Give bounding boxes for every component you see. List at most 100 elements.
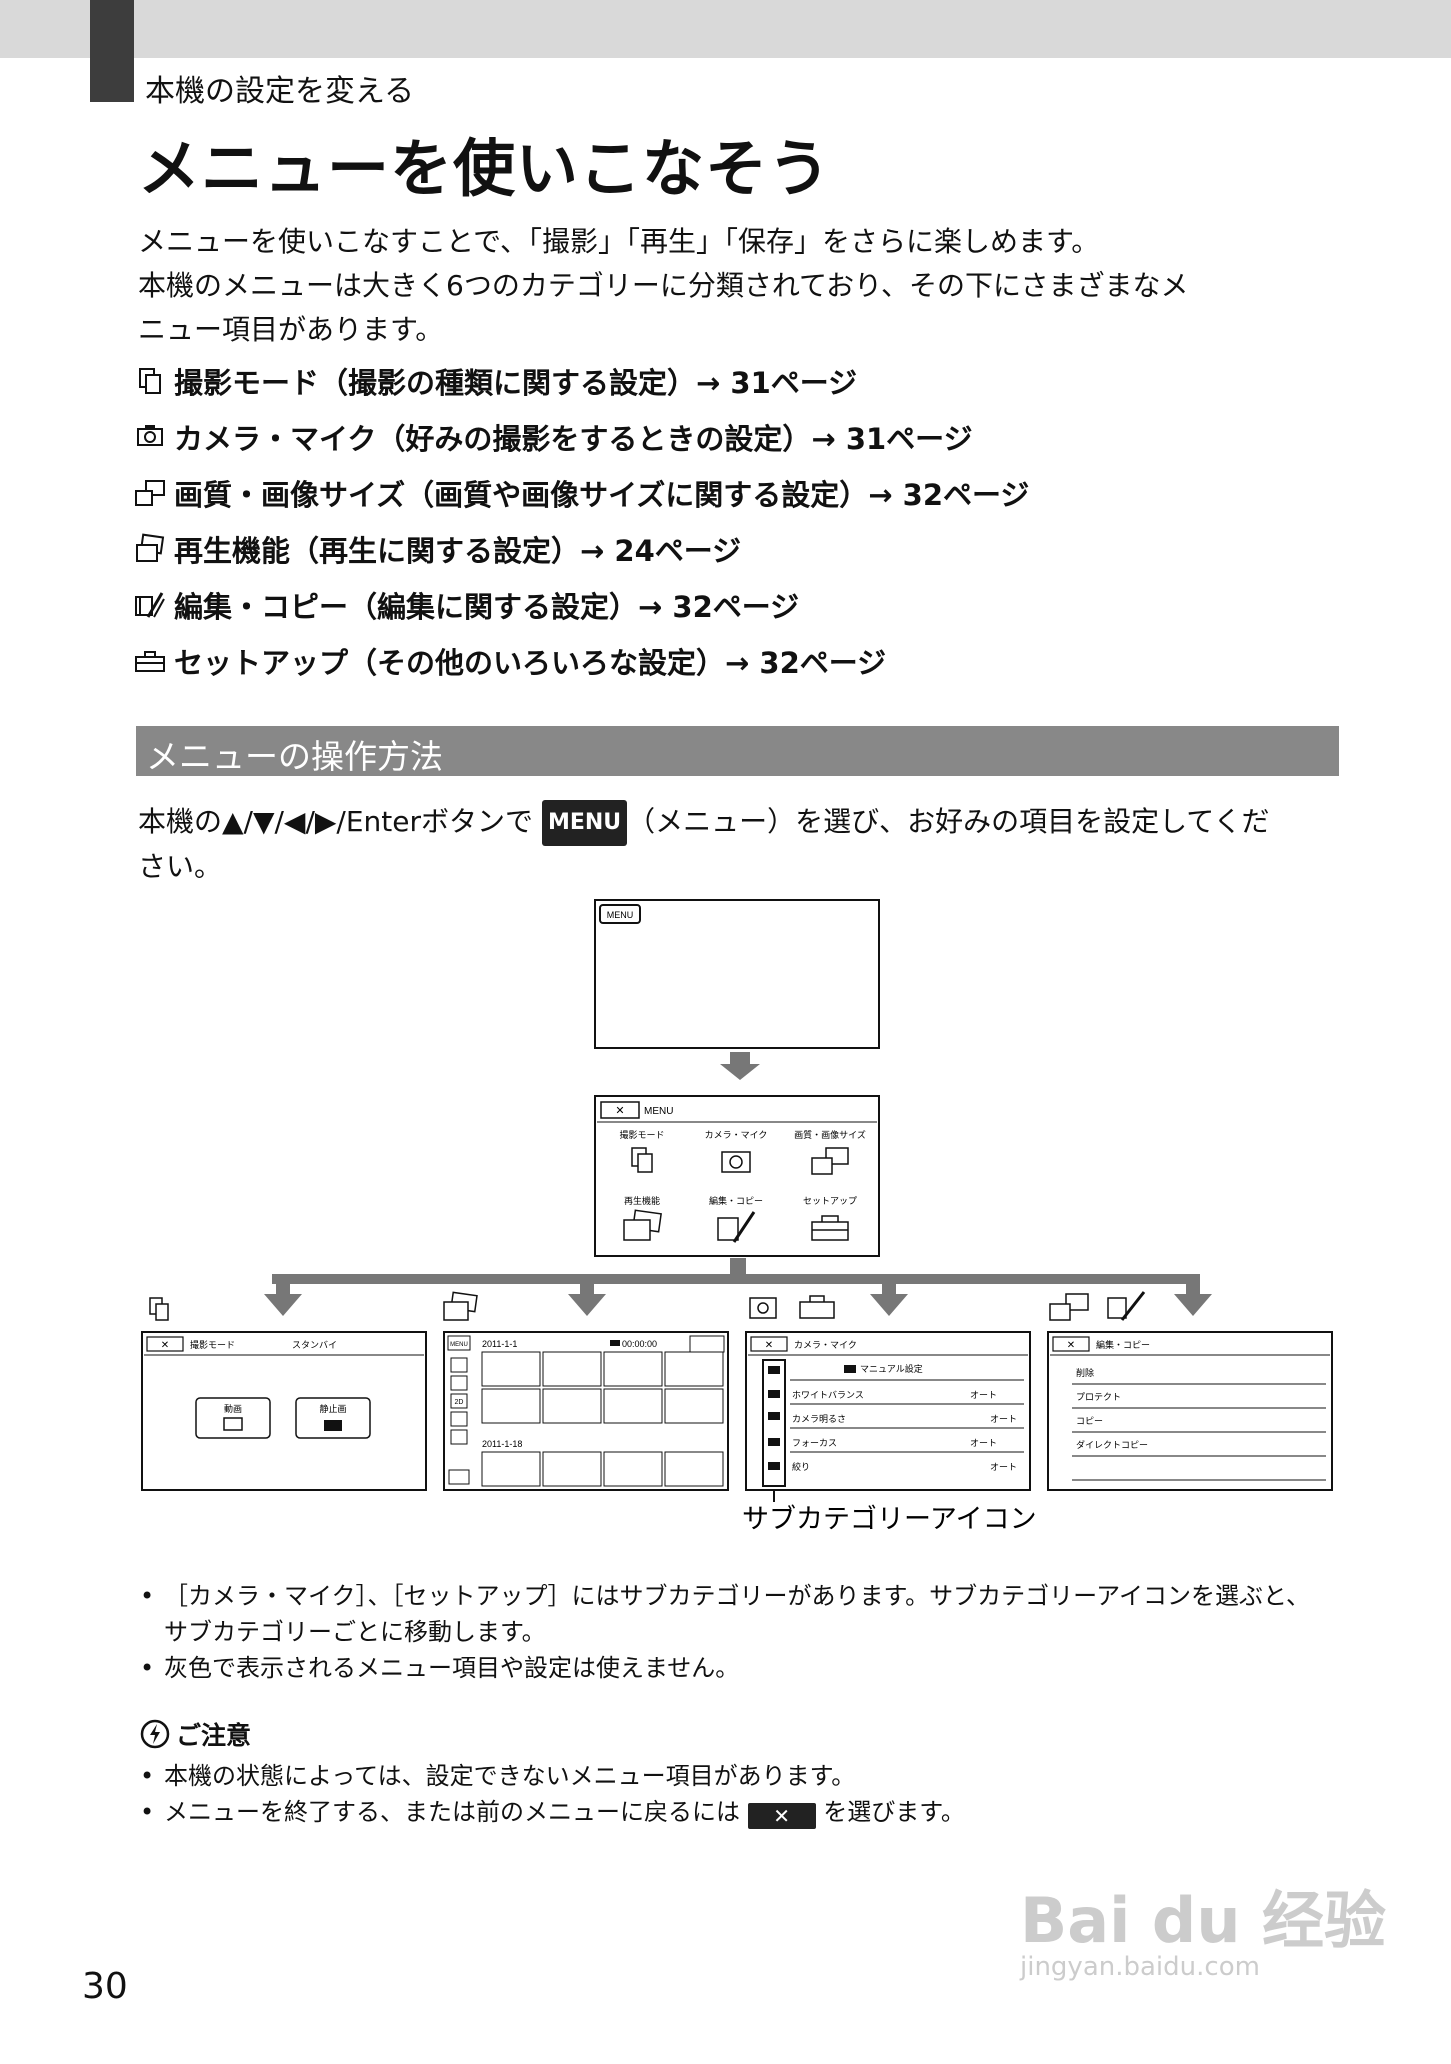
menu-button-icon: MENU xyxy=(541,800,628,846)
edit-copy-icon[interactable] xyxy=(717,1211,756,1243)
page-up-icon[interactable] xyxy=(450,1375,468,1391)
watermark-url: jingyan.baidu.com xyxy=(1020,1952,1260,1982)
camera-icon xyxy=(324,1420,342,1431)
image-quality-icon[interactable] xyxy=(811,1147,849,1175)
category-edit-copy: 編集・コピー（編集に関する設定）→ 32ページ xyxy=(134,584,799,626)
photo-label: 静止画 xyxy=(319,1403,346,1414)
menu-row-value: オート xyxy=(970,1438,997,1448)
page-down-double-icon[interactable] xyxy=(450,1429,468,1445)
watermark: Bai du 经验 jingyan.baidu.com xyxy=(1020,1870,1386,1982)
setup-icon[interactable] xyxy=(811,1215,849,1241)
operation-text: 本機の▲/▼/◀/▶/Enterボタンで MENU（メニュー）を選び、お好みの項… xyxy=(138,800,1348,888)
menu-item-label: 画質・画像サイズ xyxy=(794,1129,866,1140)
page-up-double-icon[interactable] xyxy=(450,1357,468,1373)
caution-heading: ご注意 xyxy=(140,1716,251,1752)
close-button[interactable] xyxy=(1052,1336,1090,1352)
menu-row-label[interactable]: プロテクト xyxy=(1076,1392,1121,1402)
menu-row-label[interactable]: コピー xyxy=(1076,1416,1103,1426)
panel-edit-copy xyxy=(1047,1331,1333,1491)
category-label: セットアップ（その他のいろいろな設定）→ 32ページ xyxy=(174,646,887,680)
note-text: ［カメラ・マイク］、［セットアップ］にはサブカテゴリーがあります。サブカテゴリー… xyxy=(164,1582,1310,1610)
category-shooting-mode: 撮影モード（撮影の種類に関する設定）→ 31ページ xyxy=(134,360,857,402)
note-item: 灰色で表示されるメニュー項目や設定は使えません。 xyxy=(140,1650,1310,1686)
watermark-brand: Bai du 经验 xyxy=(1020,1884,1387,1957)
category-playback: 再生機能（再生に関する設定）→ 24ページ xyxy=(134,528,741,570)
menu-item-label: 撮影モード xyxy=(619,1129,664,1140)
menu-row-value: オート xyxy=(990,1462,1017,1472)
arrow-down-icon xyxy=(1174,1284,1212,1316)
caution-list: 本機の状態によっては、設定できないメニュー項目があります。 メニューを終了する、… xyxy=(140,1758,965,1830)
shooting-mode-icon[interactable] xyxy=(631,1147,653,1173)
camera-mic-icon xyxy=(749,1297,777,1319)
playback-icon xyxy=(443,1291,478,1321)
menu-softkey[interactable] xyxy=(447,1335,471,1351)
caution-text: を選びます。 xyxy=(823,1798,965,1826)
page-down-icon[interactable] xyxy=(450,1411,468,1427)
section-marker xyxy=(90,0,134,102)
category-label: カメラ・マイク（好みの撮影をするときの設定）→ 31ページ xyxy=(174,422,973,456)
playback-icon[interactable] xyxy=(623,1209,662,1241)
close-button[interactable] xyxy=(600,1101,640,1119)
caution-item: 本機の状態によっては、設定できないメニュー項目があります。 xyxy=(140,1758,965,1794)
view-toggle-icon[interactable] xyxy=(689,1335,725,1353)
menu-row-value: オート xyxy=(990,1414,1017,1424)
playback-icon xyxy=(136,533,165,562)
menu-row-label[interactable]: 絞り xyxy=(792,1461,810,1472)
shooting-mode-icon xyxy=(149,1297,169,1321)
time-label: 00:00:00 xyxy=(622,1339,657,1349)
2d-label: 2D xyxy=(455,1399,464,1406)
arrow-down-icon xyxy=(568,1284,606,1316)
arrow-down-icon xyxy=(264,1284,302,1316)
movie-label: 動画 xyxy=(224,1404,242,1414)
shooting-mode-icon xyxy=(139,368,161,394)
branch-connector xyxy=(272,1274,1200,1284)
op-text: さい。 xyxy=(138,850,223,883)
2d-button[interactable] xyxy=(450,1393,468,1409)
menu-row-label[interactable]: カメラ明るさ xyxy=(792,1414,846,1424)
note-text: サブカテゴリーごとに移動します。 xyxy=(164,1618,546,1646)
menu-row-value: オート xyxy=(970,1390,997,1400)
category-label: 再生機能（再生に関する設定）→ 24ページ xyxy=(174,534,742,568)
menu-row-label[interactable]: ホワイトバランス xyxy=(792,1390,864,1400)
page-title: メニューを使いこなそう xyxy=(138,132,832,205)
svg-text:✕: ✕ xyxy=(615,1105,624,1117)
close-button[interactable] xyxy=(750,1336,788,1352)
menu-row-label[interactable]: フォーカス xyxy=(792,1438,837,1448)
section-heading: メニューの操作方法 xyxy=(136,726,1339,776)
svg-text:✕: ✕ xyxy=(1067,1340,1075,1351)
caution-icon xyxy=(140,1719,170,1749)
caution-text: 本機の状態によっては、設定できないメニュー項目があります。 xyxy=(164,1762,856,1790)
panel-shooting-mode xyxy=(141,1331,427,1491)
date-label: 2011-1-1 xyxy=(482,1339,517,1349)
menu-row-label[interactable]: 削除 xyxy=(1076,1367,1094,1378)
notes-list: ［カメラ・マイク］、［セットアップ］にはサブカテゴリーがあります。サブカテゴリー… xyxy=(140,1578,1310,1686)
playback-mode-icon[interactable] xyxy=(448,1469,470,1485)
menu-softkey[interactable] xyxy=(599,904,641,924)
edit-copy-icon xyxy=(135,592,165,618)
menu-row-label[interactable]: ダイレクトコピー xyxy=(1076,1439,1148,1450)
svg-text:✕: ✕ xyxy=(765,1340,773,1351)
top-bar xyxy=(0,0,1451,58)
category-setup: セットアップ（その他のいろいろな設定）→ 32ページ xyxy=(134,640,886,682)
close-button[interactable] xyxy=(146,1336,184,1352)
category-label: 画質・画像サイズ（画質や画像サイズに関する設定）→ 32ページ xyxy=(174,478,1030,512)
photo-button[interactable] xyxy=(295,1397,371,1439)
menu-item-label: 再生機能 xyxy=(624,1195,660,1206)
camera-mic-icon[interactable] xyxy=(721,1151,751,1173)
panel-title: 撮影モード xyxy=(190,1339,235,1350)
subcategory-title: マニュアル設定 xyxy=(860,1363,923,1374)
op-text: （メニュー）を選び、お好みの項目を設定してくだ xyxy=(627,805,1270,838)
op-text: 本機の▲/▼/◀/▶/Enterボタンで xyxy=(138,805,542,838)
edit-copy-icon xyxy=(1107,1291,1146,1321)
category-label: 編集・コピー（編集に関する設定）→ 32ページ xyxy=(174,590,800,624)
note-item: ［カメラ・マイク］、［セットアップ］にはサブカテゴリーがあります。サブカテゴリー… xyxy=(140,1578,1310,1650)
image-quality-icon xyxy=(135,480,165,506)
category-label: 撮影モード（撮影の種類に関する設定）→ 31ページ xyxy=(174,366,858,400)
caution-title: ご注意 xyxy=(176,1721,252,1750)
intro-line: 本機のメニューは大きく6つのカテゴリーに分類されており、その下にさまざまなメ xyxy=(138,269,1189,302)
setup-icon xyxy=(799,1295,835,1319)
caution-item: メニューを終了する、または前のメニューに戻るには ✕ を選びます。 xyxy=(140,1794,965,1830)
note-text: 灰色で表示されるメニュー項目や設定は使えません。 xyxy=(164,1654,740,1682)
close-icon: ✕ xyxy=(747,1803,816,1829)
